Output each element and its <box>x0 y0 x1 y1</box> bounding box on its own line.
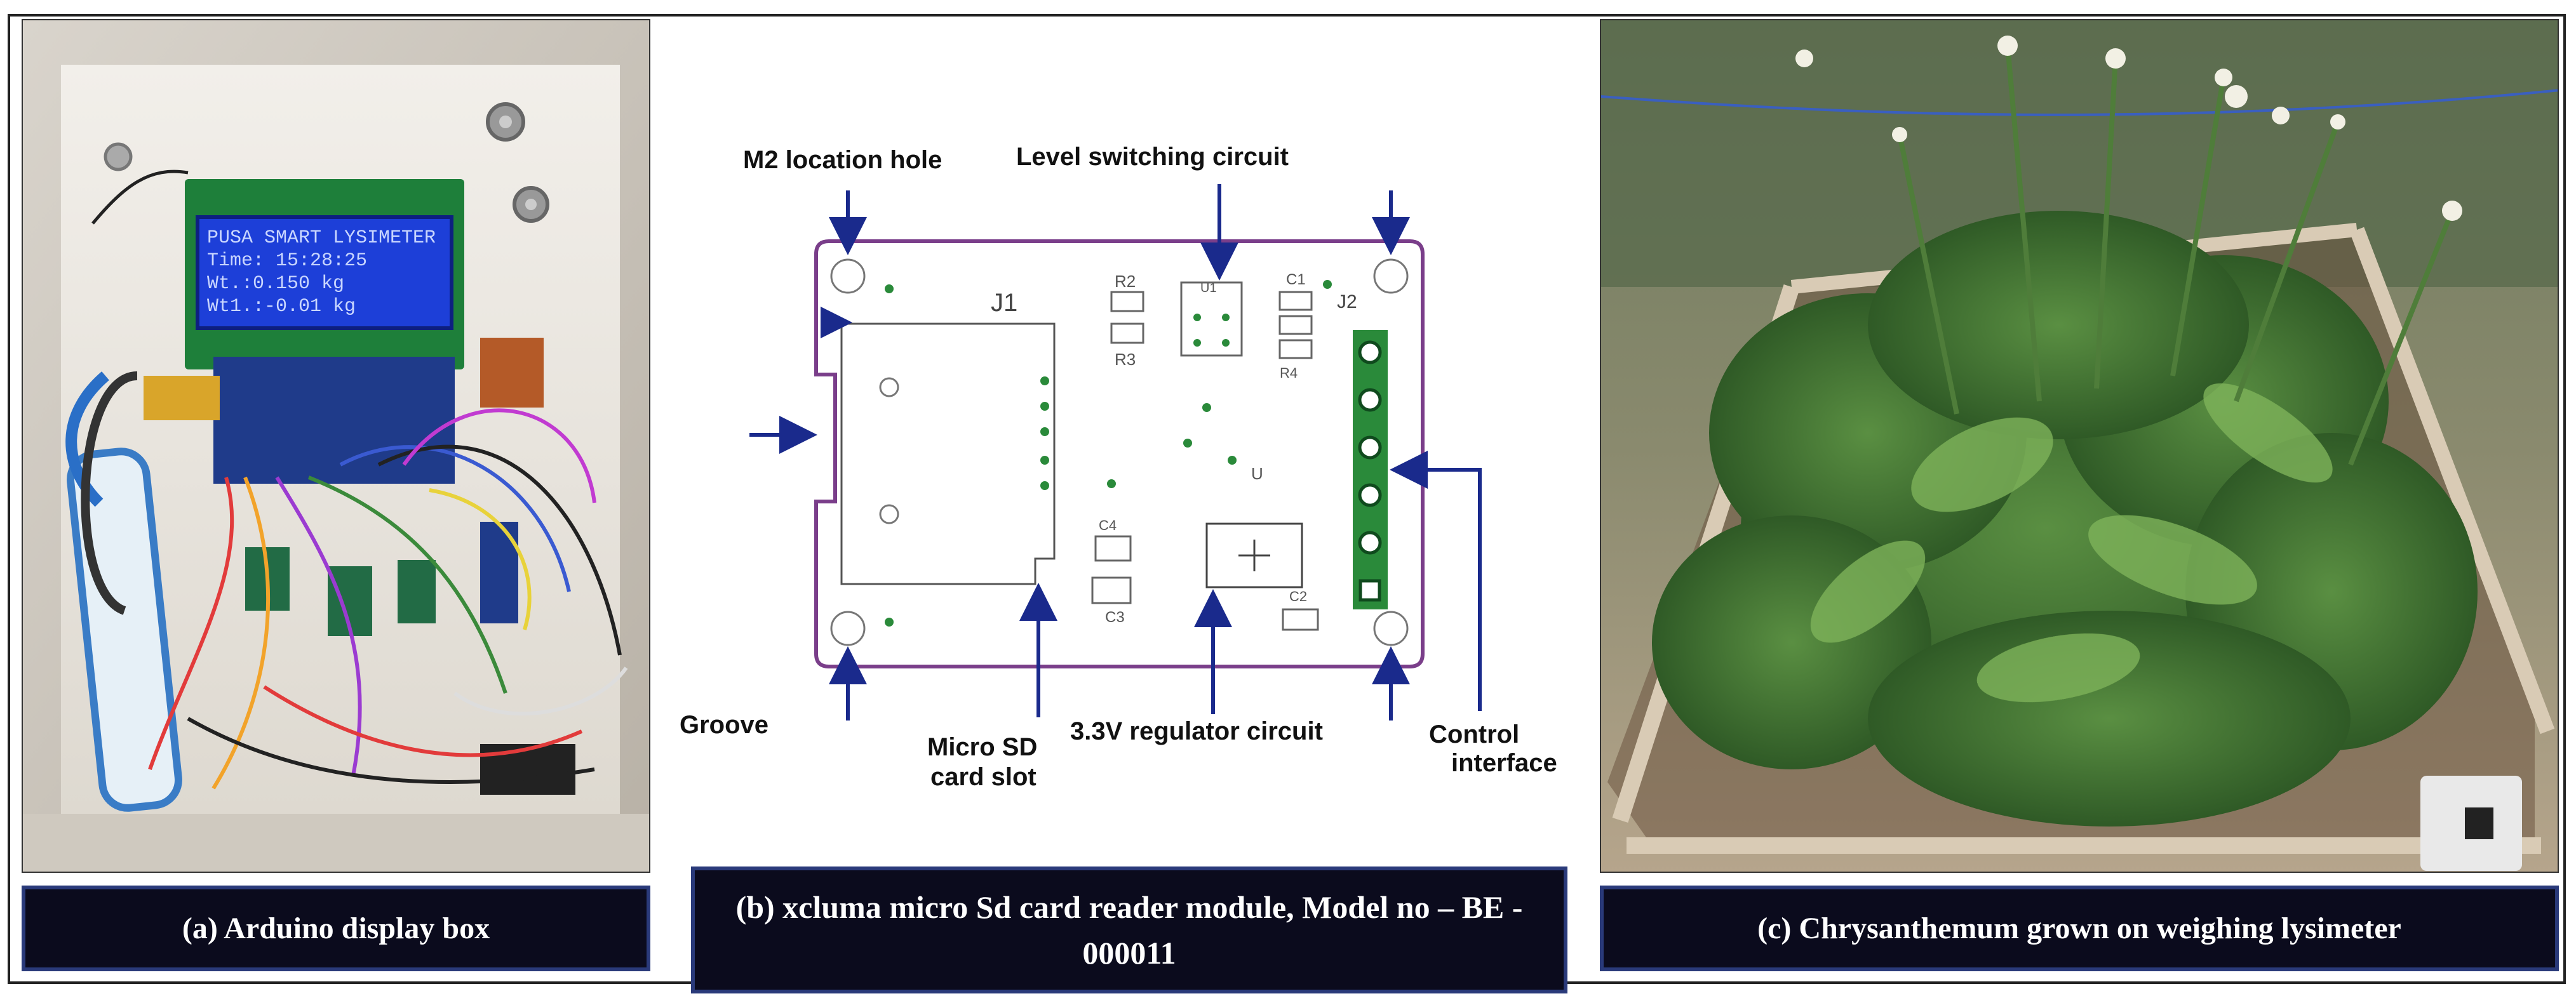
pcb-outline <box>814 239 1425 668</box>
label-level-switching: Level switching circuit <box>1016 143 1289 171</box>
mount-hole-bottom-right <box>1373 611 1409 646</box>
label-groove: Groove <box>680 711 769 739</box>
caption-panel-a: (a) Arduino display box <box>22 886 650 971</box>
panel-lysimeter: (c) Chrysanthemum grown on weighing lysi… <box>1600 19 2559 974</box>
mount-hole-top-right <box>1373 258 1409 294</box>
sd-module-diagram: J1 R2 R3 U1 C1 R4 J2 U <box>749 184 1482 720</box>
regulator-ic <box>1205 522 1303 588</box>
caption-panel-c: (c) Chrysanthemum grown on weighing lysi… <box>1600 886 2559 971</box>
label-r2: R2 <box>1115 272 1136 291</box>
label-c3: C3 <box>1105 609 1125 626</box>
j2-header <box>1353 330 1388 609</box>
lcd-line-4: Wt1.:-0.01 kg <box>207 296 356 317</box>
label-sd-slot-line2: card slot <box>930 763 1036 791</box>
label-c4: C4 <box>1099 517 1117 533</box>
label-r3: R3 <box>1115 350 1136 369</box>
caption-panel-b: (b) xcluma micro Sd card reader module, … <box>691 867 1567 993</box>
label-sd-slot-line1: Micro SD <box>927 733 1038 761</box>
panel-arduino: PUSA SMART LYSIMETER Time: 15:28:25 Wt.:… <box>22 19 650 974</box>
lysimeter-photo <box>1600 19 2559 873</box>
annotation-arrows <box>749 184 1482 720</box>
label-j2: J2 <box>1337 291 1357 312</box>
lcd-line-2: Time: 15:28:25 <box>207 250 367 272</box>
arduino-illustration: PUSA SMART LYSIMETER Time: 15:28:25 Wt.:… <box>23 20 649 872</box>
label-r4: R4 <box>1280 365 1298 381</box>
panel-sd-module: J1 R2 R3 U1 C1 R4 J2 U <box>680 19 1575 993</box>
lcd-line-3: Wt.:0.150 kg <box>207 273 344 295</box>
mount-hole-bottom-left <box>830 611 866 646</box>
label-regulator: 3.3V regulator circuit <box>1070 717 1323 745</box>
lysimeter-illustration <box>1601 20 2558 872</box>
label-control-line2: interface <box>1451 749 1557 777</box>
label-u: U <box>1251 464 1263 483</box>
label-control-line1: Control <box>1429 720 1520 748</box>
sd-slot-outline <box>840 322 1056 585</box>
label-c1: C1 <box>1286 271 1306 288</box>
mount-hole-top-left <box>830 258 866 294</box>
label-j1: J1 <box>991 289 1017 317</box>
lcd-line-1: PUSA SMART LYSIMETER <box>207 227 436 249</box>
label-m2-location-hole: M2 location hole <box>743 146 943 174</box>
label-u1: U1 <box>1200 281 1217 295</box>
label-c2: C2 <box>1289 588 1307 604</box>
arduino-photo: PUSA SMART LYSIMETER Time: 15:28:25 Wt.:… <box>22 19 650 873</box>
level-switch-ic <box>1180 281 1243 357</box>
